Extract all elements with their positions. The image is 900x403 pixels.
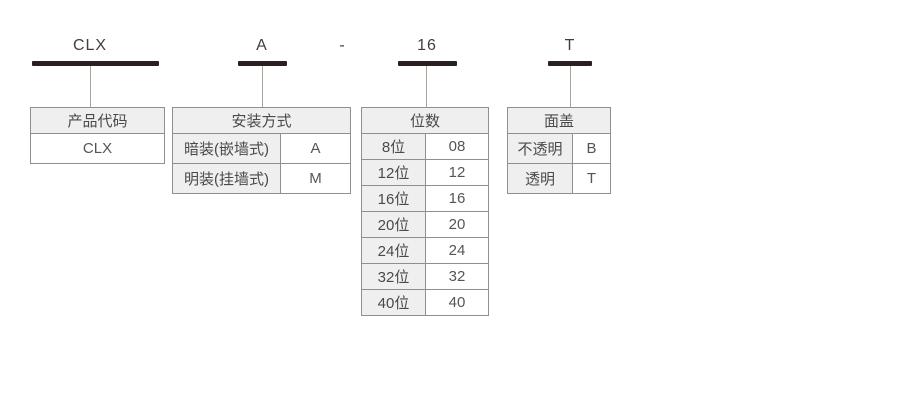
option-code: A (279, 133, 352, 164)
table-row: 12位 12 (361, 159, 490, 186)
table-header: 面盖 (506, 107, 612, 134)
table-row: 40位 40 (361, 289, 490, 316)
option-code: B (571, 133, 612, 164)
table-row: 不透明 B (507, 133, 612, 164)
table-header: 产品代码 (30, 107, 165, 134)
table-ways: 位数 8位 08 12位 12 16位 16 20位 20 24位 24 32位… (360, 107, 490, 316)
table-row: 暗装(嵌墙式) A (172, 133, 352, 164)
code-part-mounting: A (256, 37, 268, 54)
option-label: 24位 (361, 237, 426, 264)
option-code: T (571, 163, 612, 194)
table-cover: 面盖 不透明 B 透明 T (506, 107, 612, 194)
option-label: 8位 (361, 133, 426, 160)
underline-bar-product (32, 61, 159, 66)
table-row: 32位 32 (361, 263, 490, 290)
option-label: 16位 (361, 185, 426, 212)
table-row: 24位 24 (361, 237, 490, 264)
table-product-code: 产品代码 CLX (30, 107, 165, 164)
option-code: 40 (424, 289, 490, 316)
underline-bar-ways (398, 61, 457, 66)
code-part-cover: T (564, 37, 576, 54)
option-code: 08 (424, 133, 490, 160)
connector-line-product (90, 66, 91, 107)
option-code: 12 (424, 159, 490, 186)
option-code: 16 (424, 185, 490, 212)
option-label: 不透明 (507, 133, 573, 164)
underline-bar-cover (548, 61, 592, 66)
table-row: CLX (30, 133, 165, 164)
table-header: 位数 (360, 107, 490, 134)
connector-line-mounting (262, 66, 263, 107)
option-label: 暗装(嵌墙式) (172, 133, 281, 164)
underline-bar-mounting (238, 61, 287, 66)
code-part-product: CLX (72, 37, 108, 54)
option-label: 透明 (507, 163, 573, 194)
option-code: M (279, 163, 352, 194)
table-row: 8位 08 (361, 133, 490, 160)
option-code: 20 (424, 211, 490, 238)
connector-line-ways (426, 66, 427, 107)
connector-line-cover (570, 66, 571, 107)
code-separator: - (339, 37, 345, 54)
option-label: 明装(挂墙式) (172, 163, 281, 194)
table-row: 明装(挂墙式) M (172, 163, 352, 194)
table-row: 透明 T (507, 163, 612, 194)
option-code: 24 (424, 237, 490, 264)
option-code: CLX (30, 133, 165, 164)
option-label: 32位 (361, 263, 426, 290)
option-label: 40位 (361, 289, 426, 316)
option-code: 32 (424, 263, 490, 290)
table-mounting-type: 安装方式 暗装(嵌墙式) A 明装(挂墙式) M (171, 107, 352, 194)
table-header: 安装方式 (171, 107, 352, 134)
code-part-ways: 16 (417, 37, 437, 54)
option-label: 12位 (361, 159, 426, 186)
table-row: 16位 16 (361, 185, 490, 212)
table-row: 20位 20 (361, 211, 490, 238)
option-label: 20位 (361, 211, 426, 238)
